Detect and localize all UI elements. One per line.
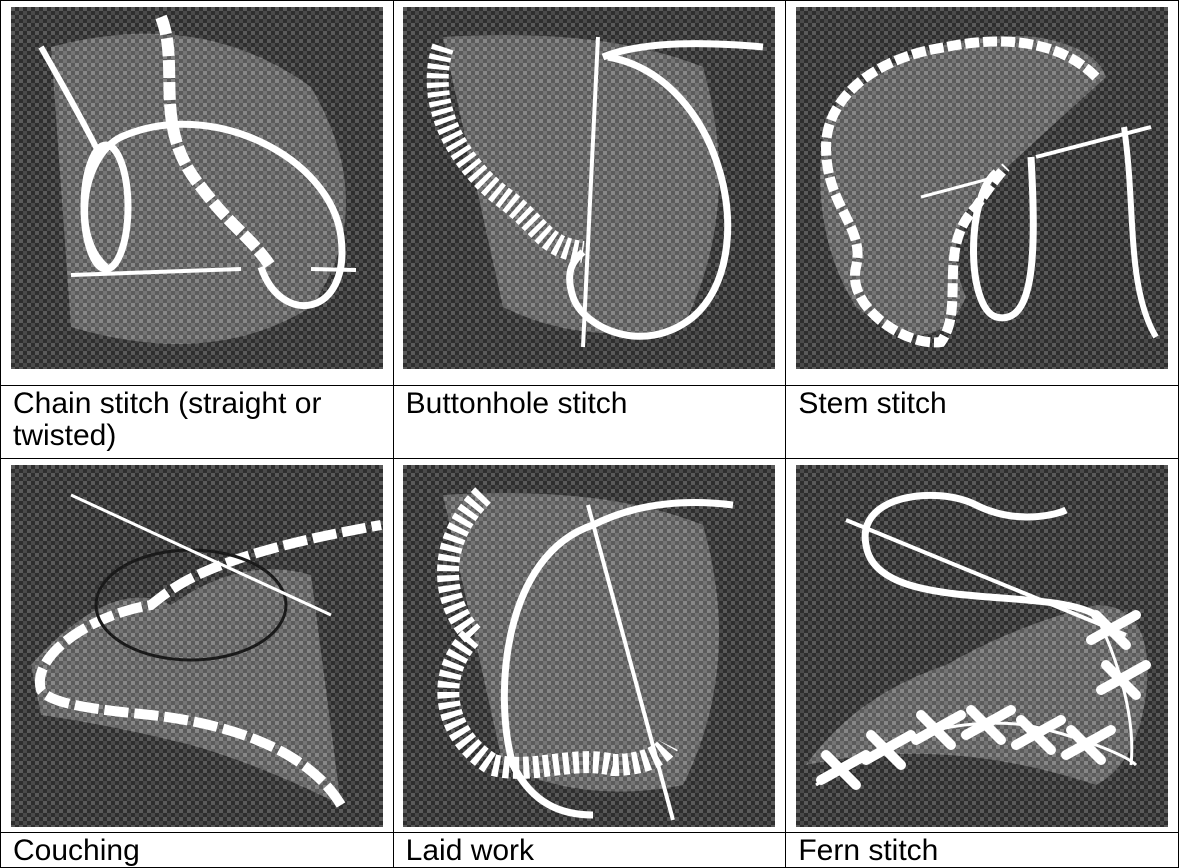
panel-1-caption: Chain stitch (straight or twisted) <box>1 386 393 452</box>
panel-1-caption-cell: Chain stitch (straight or twisted) <box>1 386 394 459</box>
stem-stitch-illustration <box>796 7 1168 369</box>
chain-stitch-illustration <box>11 7 383 369</box>
panel-3-caption: Stem stitch <box>786 386 1178 420</box>
panel-6-caption: Fern stitch <box>786 833 1178 867</box>
panel-2-caption-cell: Buttonhole stitch <box>393 386 786 459</box>
laid-work-illustration <box>403 465 775 827</box>
illustration-row-1 <box>1 1 1179 386</box>
caption-row-1: Chain stitch (straight or twisted) Butto… <box>1 386 1179 459</box>
panel-5-caption-cell: Laid work <box>393 833 786 868</box>
illustration-row-2 <box>1 459 1179 833</box>
couching-illustration <box>11 465 383 827</box>
fern-stitch-illustration <box>796 465 1168 827</box>
panel-4-image-cell <box>1 459 394 833</box>
panel-1-image-cell <box>1 1 394 386</box>
panel-2-caption: Buttonhole stitch <box>394 386 786 420</box>
caption-row-2: Couching Laid work Fern stitch <box>1 833 1179 868</box>
buttonhole-stitch-illustration <box>403 7 775 369</box>
panel-3-caption-cell: Stem stitch <box>786 386 1179 459</box>
panel-6-image-cell <box>786 459 1179 833</box>
panel-6-caption-cell: Fern stitch <box>786 833 1179 868</box>
panel-4-caption: Couching <box>1 833 393 867</box>
panel-3-image-cell <box>786 1 1179 386</box>
panel-4-caption-cell: Couching <box>1 833 394 868</box>
panel-5-image-cell <box>393 459 786 833</box>
panel-5-caption: Laid work <box>394 833 786 867</box>
panel-2-image-cell <box>393 1 786 386</box>
